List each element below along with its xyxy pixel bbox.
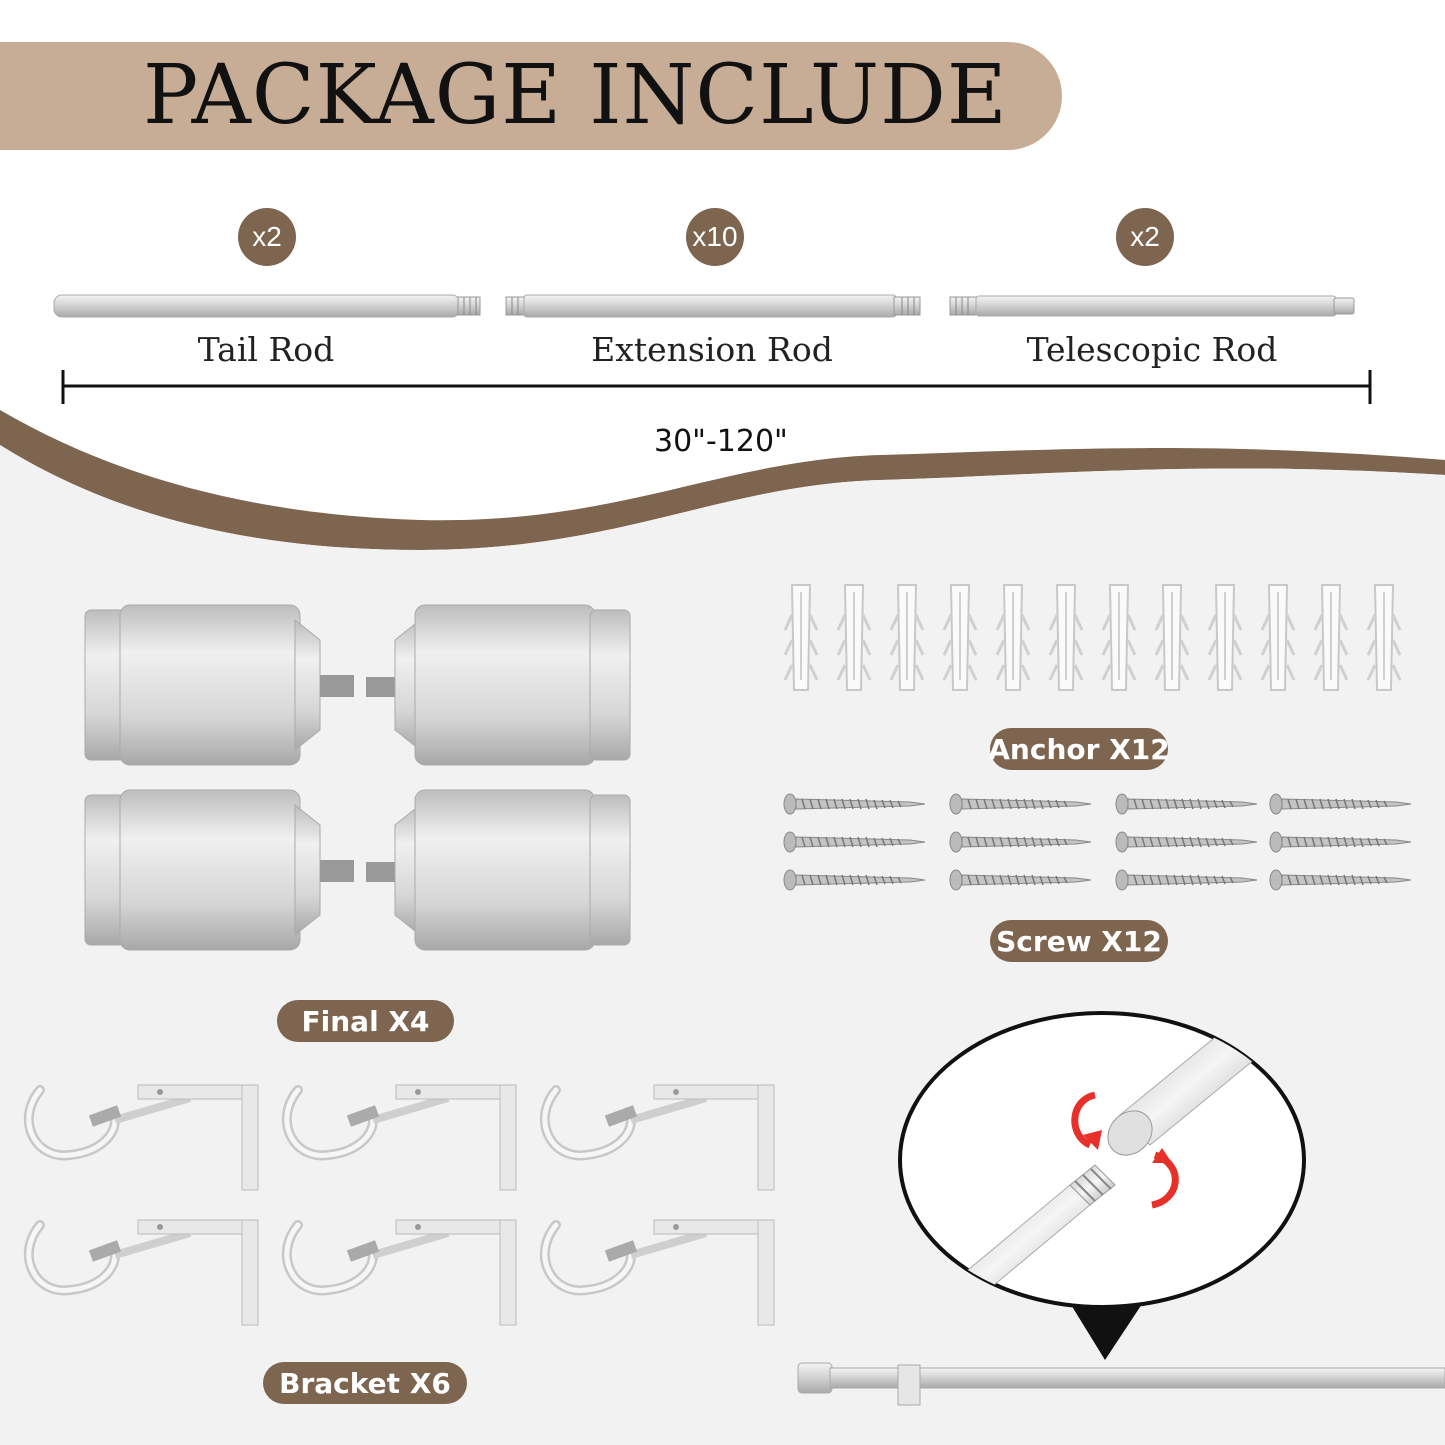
bracket-label: Bracket X6 [263,1362,467,1404]
bracket-illustration [20,1080,780,1335]
length-range-label: 30"-120" [654,424,788,459]
telescopic-rod-image [949,295,1355,317]
finial-pair-bottom [84,789,631,951]
tail-rod-image [53,294,481,318]
length-dimension-line [61,370,1372,404]
rotate-arrow-left-icon [1071,1091,1097,1149]
screw-label: Screw X12 [990,920,1168,962]
telescopic-rod-label: Telescopic Rod [1026,330,1278,369]
header-banner [0,42,1062,150]
anchor-illustration [783,583,1402,692]
assembled-rod-image [797,1362,1445,1406]
tail-rod-label: Tail Rod [197,330,335,369]
screw-illustration [783,793,1412,891]
finial-pair-top [84,604,631,766]
finial-illustration [84,604,631,951]
extension-rod-image [505,294,921,318]
tail-rod-qty-badge: x2 [238,208,296,266]
assembly-detail-bubble [898,1011,1306,1360]
page-title: PACKAGE INCLUDE [143,48,1008,143]
final-label: Final X4 [277,1000,454,1042]
extension-rod-label: Extension Rod [591,330,833,369]
wave-divider [0,410,1445,570]
extension-rod-qty-badge: x10 [686,208,744,266]
anchor-label: Anchor X12 [988,728,1170,770]
telescopic-rod-qty-badge: x2 [1116,208,1174,266]
rods-illustration [53,294,1355,318]
